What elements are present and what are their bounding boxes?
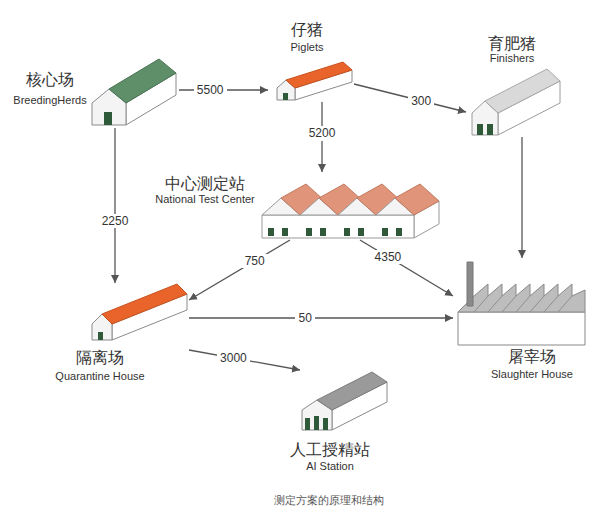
building-node: 隔离场 Quarantine House [48, 283, 189, 387]
flow-count: 750 [242, 254, 268, 268]
building-node: 屠宰场 Slaughter House [453, 258, 587, 382]
slaughter-factory [458, 262, 585, 345]
node-subtitle: BreedingHerds [13, 94, 86, 107]
building-node: 人工授精站AI Station [280, 370, 390, 476]
flow-count: 3000 [217, 351, 250, 365]
node-title: 核心场 [26, 71, 74, 89]
node-title: 屠宰场 [508, 348, 556, 366]
node-subtitle: Finishers [490, 52, 535, 65]
flow-arrow [189, 240, 290, 300]
node-subtitle: National Test Center [155, 193, 254, 206]
building-node: 核心场 BreedingHerds [3, 56, 179, 128]
node-subtitle: Quarantine House [55, 370, 144, 383]
barn-ai-station [302, 372, 387, 430]
building-node: 仔猪 Piglets [268, 16, 354, 102]
flow-count: 300 [408, 94, 434, 108]
node-subtitle: Piglets [290, 41, 323, 54]
flow-count: 4350 [372, 250, 405, 264]
flow-arrow [360, 240, 453, 296]
barn-piglets [277, 62, 352, 100]
flow-count: 50 [295, 311, 314, 325]
building-node: 中心测定站National Test Center [145, 172, 445, 240]
barn-quarantine [92, 284, 187, 340]
node-title: 人工授精站 [290, 441, 370, 459]
flow-count: 5500 [194, 83, 227, 97]
flow-arrow [189, 317, 453, 318]
building-node: 育肥猪Finishers [466, 33, 564, 137]
figure-caption: 测定方案的原理和结构 [274, 493, 384, 508]
flow-arrow [114, 128, 115, 283]
node-subtitle: AI Station [306, 460, 354, 473]
barn-finishers [472, 69, 560, 135]
flow-arrow [189, 350, 300, 370]
flow-arrow [521, 137, 522, 258]
flow-count: 5200 [306, 126, 339, 140]
flow-arrow [354, 84, 466, 112]
node-title: 仔猪 [291, 21, 323, 39]
node-subtitle: Slaughter House [491, 368, 573, 381]
node-title: 中心测定站 [165, 175, 245, 193]
node-title: 育肥猪 [488, 35, 536, 53]
barn-breeding [92, 59, 176, 125]
test-center-hall [262, 184, 439, 238]
node-title: 隔离场 [76, 349, 124, 367]
flow-count: 2250 [99, 214, 132, 228]
